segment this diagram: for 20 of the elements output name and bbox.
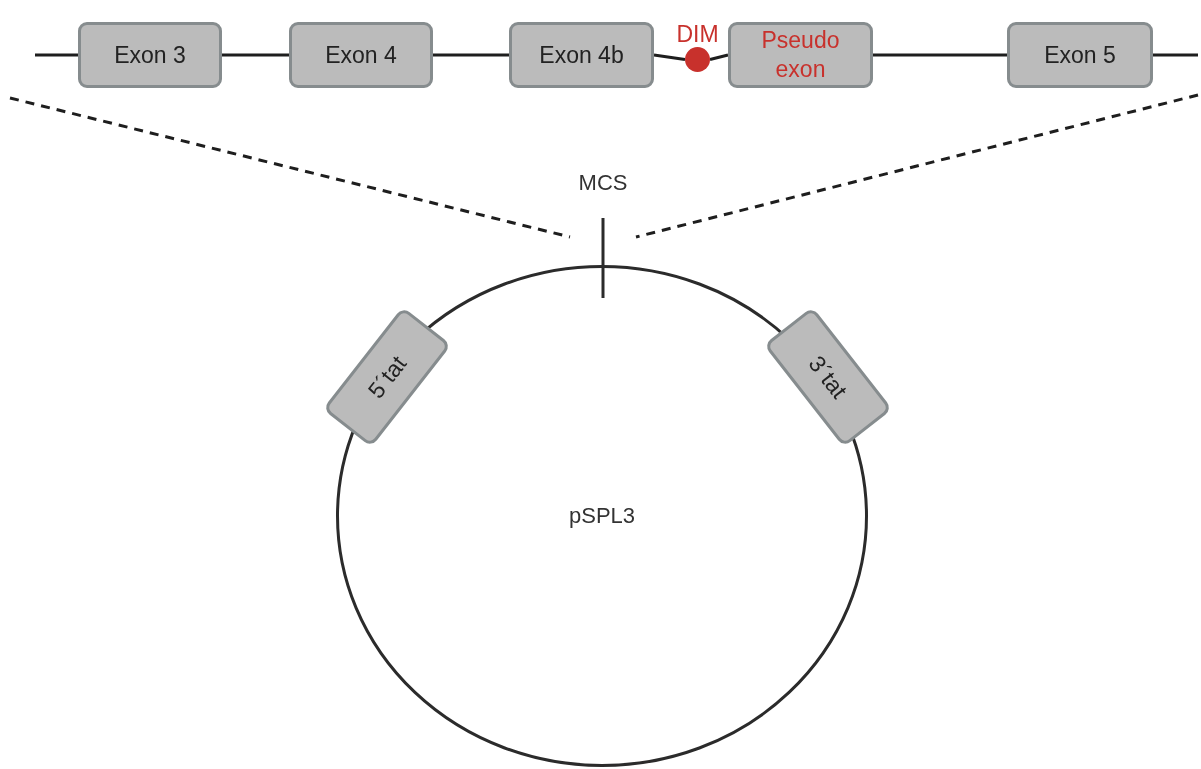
exon-box — [1007, 22, 1153, 88]
node-label: Pseudo exon — [760, 26, 841, 84]
dna-line — [653, 53, 686, 61]
node-label: Exon 3 — [114, 40, 186, 70]
node-label: Exon 4 — [325, 40, 397, 70]
dna-line — [222, 53, 289, 57]
dna-line — [873, 53, 1007, 57]
dna-line — [1153, 53, 1198, 57]
dna-line — [35, 53, 78, 57]
dna-line — [709, 53, 729, 61]
node-label: pSPL3 — [568, 502, 636, 530]
exon-box — [78, 22, 222, 88]
exon-box — [289, 22, 433, 88]
node-caption: DIM — [676, 23, 719, 46]
pseudo-exon-box — [728, 22, 873, 88]
exon-box — [509, 22, 654, 88]
node-label: Exon 4b — [539, 40, 624, 70]
node-label: Exon 5 — [1044, 40, 1116, 70]
site-label: MCS — [578, 172, 628, 194]
dna-line — [433, 53, 509, 57]
